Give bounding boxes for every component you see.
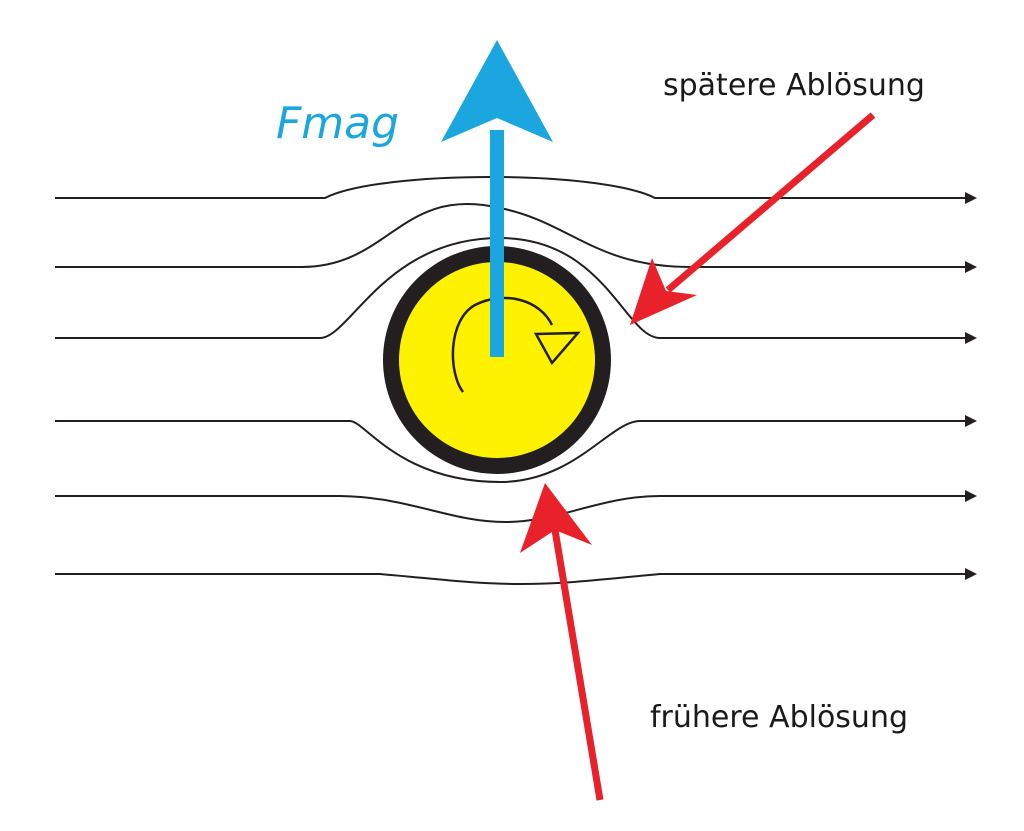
later-pointer-shaft [665,112,876,293]
streamline-6 [55,568,977,586]
later-separation-pointer [630,112,876,325]
streamline-4 [55,415,977,484]
spin-arrowhead-icon [533,331,581,366]
later-pointer-head [630,258,697,325]
spin-arrow-icon [451,296,554,393]
ball-core [399,262,595,458]
force-label: Fmag [276,98,400,149]
streamline-1 [55,176,977,204]
earlier-pointer-shaft [550,523,604,801]
ball [383,246,611,474]
force-arrow [441,40,553,357]
force-arrow-head [441,40,553,142]
force-arrow-shaft [490,130,504,357]
earlier-separation-pointer [520,483,604,801]
streamline-5 [55,490,977,524]
earlier-pointer-head [520,483,592,553]
later-separation-label: spätere Ablösung [663,68,925,103]
earlier-separation-label: frühere Ablösung [650,700,909,735]
